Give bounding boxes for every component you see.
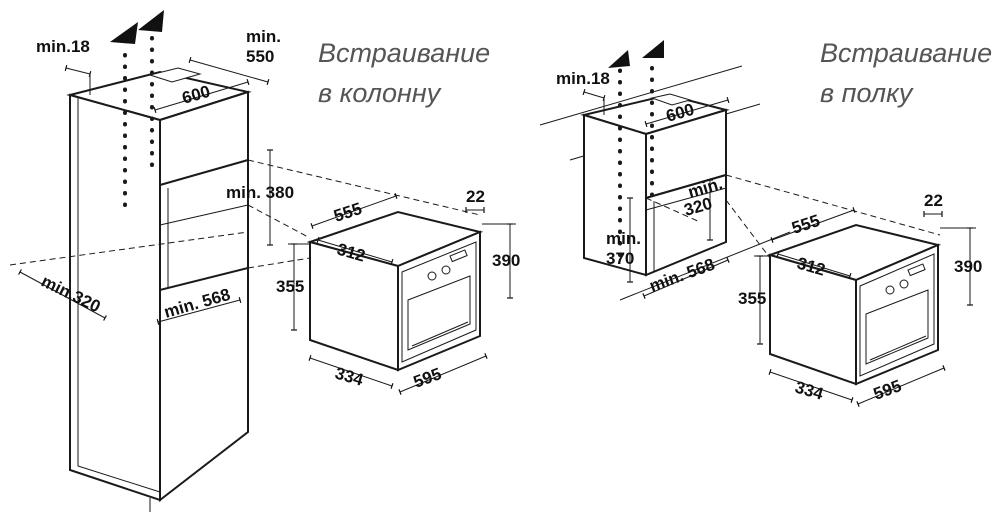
oven-knob-icon [885,285,895,295]
dim-595-r: 595 [871,376,904,404]
air-flow-arrow-icon [642,40,664,58]
dim-390-r: 390 [954,257,982,276]
dim-min380: min. 380 [226,183,294,202]
dim-555-r: 555 [789,211,822,238]
dim-min370-a: min. [606,229,641,248]
caption-shelf-line1: Встраивание [820,38,992,68]
dim-355-r: 355 [738,289,766,308]
oven-knob-icon [441,265,451,275]
dim-min370-b: 370 [606,249,634,268]
oven-window [865,289,929,365]
dim-355: 355 [276,277,304,296]
dim-334: 334 [333,364,366,390]
air-flow-arrow-icon [608,50,630,68]
oven-front [855,243,939,386]
cabinet-inner-edge [77,98,161,493]
dim-390: 390 [492,251,520,270]
air-flow-arrow-icon [138,10,164,32]
oven-left [306,210,484,372]
caption-column-line1: Встраивание [318,38,490,68]
shelf-installation: min.18 600 min. 320 min. 370 min. 568 Вс… [539,38,992,407]
oven-display [907,263,926,277]
oven-knob-icon [427,271,437,281]
dim-min18: min.18 [36,37,90,56]
dim-595: 595 [411,364,444,392]
air-flow-arrow-icon [110,22,138,44]
oven-right [766,223,942,386]
column-cabinet [66,10,252,512]
dim-min550-a: min. [246,27,281,46]
oven-knob-icon [899,279,909,289]
oven-front [397,230,481,372]
caption-shelf-line2: в полку [820,78,914,108]
caption-column-line2: в колонну [318,78,442,108]
column-installation: min.18 min. 550 600 min. 380 min.320 min… [9,10,520,512]
dim-334-r: 334 [793,378,826,404]
dim-555: 555 [331,199,364,226]
dim-22: 22 [466,187,485,206]
dim-min18-shelf: min.18 [556,69,610,88]
oven-display [449,249,468,263]
oven-window [407,275,471,351]
dim-min550-b: 550 [246,47,274,66]
shelf-niche [645,173,727,277]
dim-22-r: 22 [924,191,943,210]
